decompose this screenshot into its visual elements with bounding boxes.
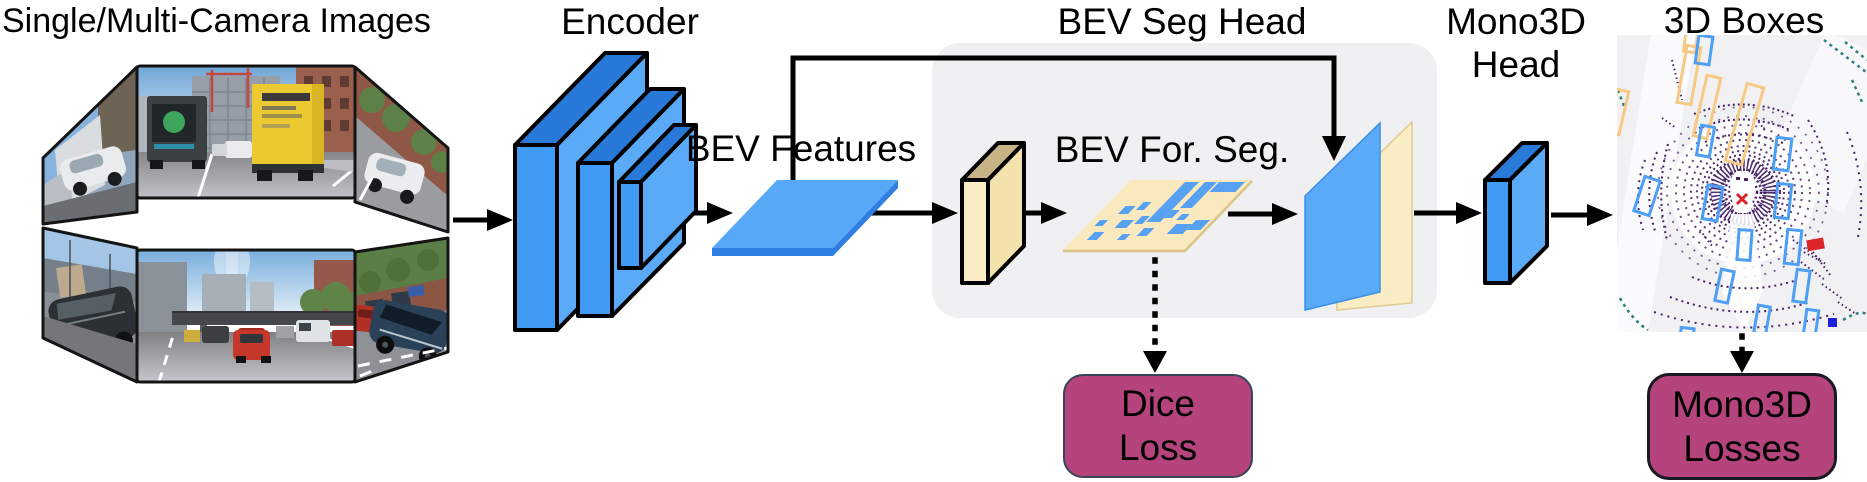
dice-loss-line1: Dice: [1120, 383, 1196, 424]
skip-connection-arrow: [790, 55, 1346, 207]
arrow-images-to-encoder: [453, 209, 513, 231]
lidar-blue-square: [1828, 318, 1837, 327]
title-encoder: Encoder: [561, 1, 699, 42]
dotted-arrow-to-dice-loss: [1143, 257, 1167, 373]
title-mono3d-head: Mono3D Head: [1446, 0, 1586, 86]
mono3d-losses-line2: Losses: [1683, 427, 1801, 469]
arrow-out-planes-to-mono3d-head: [1414, 202, 1482, 224]
dotted-arrow-to-mono3d-losses: [1730, 333, 1754, 373]
ego-position-x-marker: [1735, 192, 1749, 206]
mono3d-losses-line1: Mono3D: [1672, 383, 1812, 425]
title-3d-boxes: 3D Boxes: [1663, 0, 1825, 41]
title-bev-seg-head: BEV Seg Head: [1057, 1, 1307, 42]
camera-images-hexagon: [41, 64, 450, 384]
seg-conv-slab: [960, 141, 1026, 285]
arrow-seg-map-to-out-planes: [1228, 203, 1298, 225]
back-left-camera-photo: [43, 228, 137, 382]
lidar-red-object: [1806, 237, 1825, 252]
dice-loss-box: Dice Loss: [1063, 374, 1253, 478]
back-camera-photo: [137, 250, 355, 382]
ego-vehicle-blob: [1730, 171, 1755, 213]
bev-features-plane: [712, 180, 898, 256]
arrow-mono3d-head-to-3d-boxes: [1551, 204, 1613, 226]
seg-map-patches: [1086, 182, 1246, 240]
encoder-block-3: [617, 123, 698, 270]
dice-loss-line2: Loss: [1118, 427, 1198, 468]
label-bev-features: BEV Features: [685, 128, 917, 169]
title-camera-images: Single/Multi-Camera Images: [2, 2, 431, 40]
bev-foreground-seg-map: [1063, 180, 1253, 253]
lidar-point-arcs: [1636, 59, 1863, 329]
front-right-camera-photo: [355, 67, 448, 232]
encoder-blocks: [513, 51, 698, 332]
lidar-3d-boxes-visualization: [1617, 35, 1867, 332]
back-right-camera-photo: [355, 238, 448, 382]
flow-arrows: [453, 202, 1613, 231]
output-plane-blue: [1304, 121, 1381, 311]
mono3d-losses-box: Mono3D Losses: [1647, 373, 1837, 480]
lidar-blue-detection-boxes: [1631, 35, 1821, 332]
lidar-teal-points: [1617, 39, 1867, 332]
label-bev-for-seg: BEV For. Seg.: [1054, 129, 1290, 170]
seg-head-output-planes: [1304, 120, 1413, 311]
front-camera-photo: [137, 66, 355, 198]
title-mono3d-head-line2: Head: [1471, 44, 1561, 85]
mono3d-head-slab: [1483, 141, 1549, 285]
arrow-bev-features-to-seg-conv: [866, 202, 958, 224]
title-mono3d-head-line1: Mono3D: [1446, 1, 1586, 42]
